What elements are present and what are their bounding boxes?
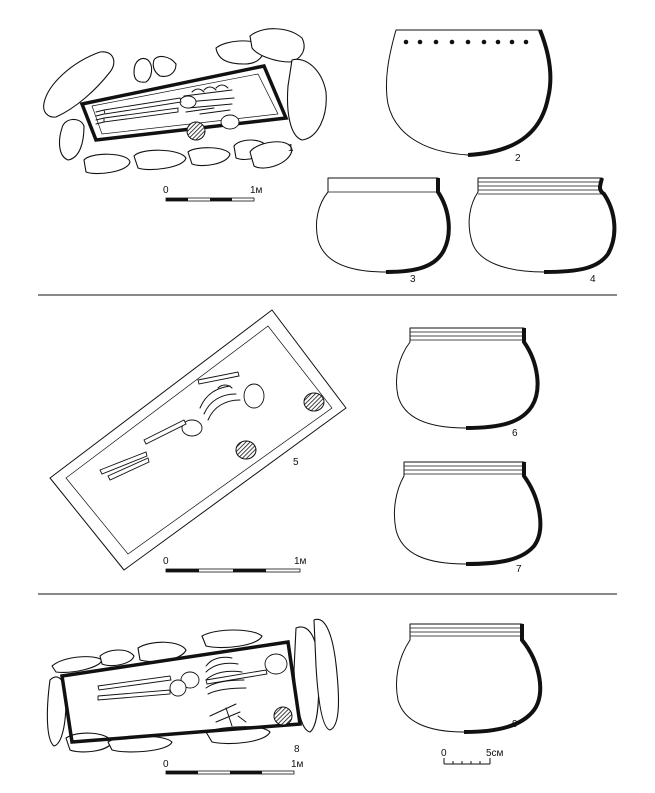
rib-cage	[199, 384, 241, 421]
grave-pit-outline	[91, 73, 279, 135]
arm-bones	[185, 107, 231, 115]
grave-stone	[99, 649, 135, 667]
scale-bar: 0 1м	[163, 185, 263, 202]
skeleton	[99, 371, 265, 481]
grave-wall-inner	[65, 325, 333, 555]
scale-start: 0	[163, 759, 169, 770]
rim-grooves	[404, 465, 524, 475]
scale-start: 0	[163, 185, 169, 196]
grave-stone	[187, 147, 231, 167]
scale-end: 1м	[291, 759, 304, 770]
figure-number: 1	[288, 143, 294, 154]
grave-stone	[83, 153, 131, 175]
grave-stone	[249, 28, 305, 63]
grave-stone	[201, 629, 263, 649]
pot-drawing-9: 9	[396, 623, 543, 734]
skull	[243, 383, 265, 409]
grave-wall	[60, 640, 303, 744]
grave-plan-1: 1	[43, 28, 327, 175]
scale-bar: 0 1м	[163, 759, 304, 775]
grave-stone	[215, 40, 264, 65]
grave-plan-5: 5	[49, 309, 347, 571]
grave-stone	[58, 118, 85, 161]
grave-wall-outer	[49, 309, 347, 571]
femur	[103, 97, 182, 115]
pelvis	[179, 95, 197, 109]
pot-drawing-7: 7	[393, 461, 543, 575]
figure-number: 2	[515, 153, 521, 164]
rim-grooves	[478, 181, 602, 195]
grave-plan-8: 8	[46, 618, 339, 755]
figure-number: 5	[293, 457, 299, 468]
grave-wall	[79, 63, 289, 142]
figure-number: 7	[516, 564, 522, 575]
skeleton	[97, 653, 288, 727]
pot-drawing-4: 4	[468, 177, 617, 285]
rim-grooves	[410, 627, 522, 637]
rib-cage	[183, 84, 235, 109]
skull	[180, 671, 200, 689]
scale-start: 0	[163, 556, 169, 567]
pot-outline	[468, 177, 615, 273]
scale-end: 5см	[486, 748, 504, 759]
figure-number: 4	[590, 274, 596, 285]
femur	[97, 675, 172, 691]
foot-bones	[95, 109, 105, 125]
rim-grooves	[410, 331, 524, 341]
rib-cage	[205, 656, 247, 695]
scale-bar: 0 1м	[163, 556, 307, 573]
skeleton	[95, 84, 240, 130]
pot-outline	[393, 461, 541, 565]
scale-end: 1м	[294, 556, 307, 567]
grave-vessel	[186, 121, 206, 141]
grave-stone	[152, 55, 177, 77]
figure-number: 8	[294, 744, 300, 755]
pot-drawing-2: 2	[385, 29, 553, 164]
scattered-bones	[209, 703, 247, 727]
grave-stone	[286, 58, 327, 141]
rim-perforations	[403, 39, 529, 45]
femur	[143, 419, 187, 445]
figure-number: 6	[512, 428, 518, 439]
tibia	[97, 689, 171, 701]
grave-stone	[313, 618, 339, 731]
arm-bone	[197, 371, 240, 385]
grave-vessel	[235, 440, 257, 460]
grave-stone	[249, 141, 293, 169]
pot-scale-bar: 0 5см	[441, 748, 504, 765]
pelvis	[169, 679, 187, 697]
skull	[220, 114, 240, 130]
grave-stone	[133, 149, 187, 171]
figure-number: 9	[512, 719, 518, 730]
grave-stone	[133, 57, 153, 83]
pot-drawing-3: 3	[315, 177, 451, 285]
scale-end: 1м	[250, 185, 263, 196]
figure-number: 3	[410, 274, 416, 285]
grave-vessel	[273, 706, 293, 726]
spine	[205, 669, 268, 685]
pot-outline	[396, 623, 541, 733]
grave-stone	[43, 51, 115, 118]
scale-start: 0	[441, 748, 447, 759]
leg-bone	[107, 457, 150, 481]
tibia	[103, 107, 179, 123]
leg-bone	[99, 451, 148, 475]
pot-outline	[396, 327, 538, 429]
pot-drawing-6: 6	[396, 327, 540, 439]
pelvis	[181, 419, 203, 437]
grave-vessel	[303, 392, 325, 412]
skull	[264, 653, 288, 675]
